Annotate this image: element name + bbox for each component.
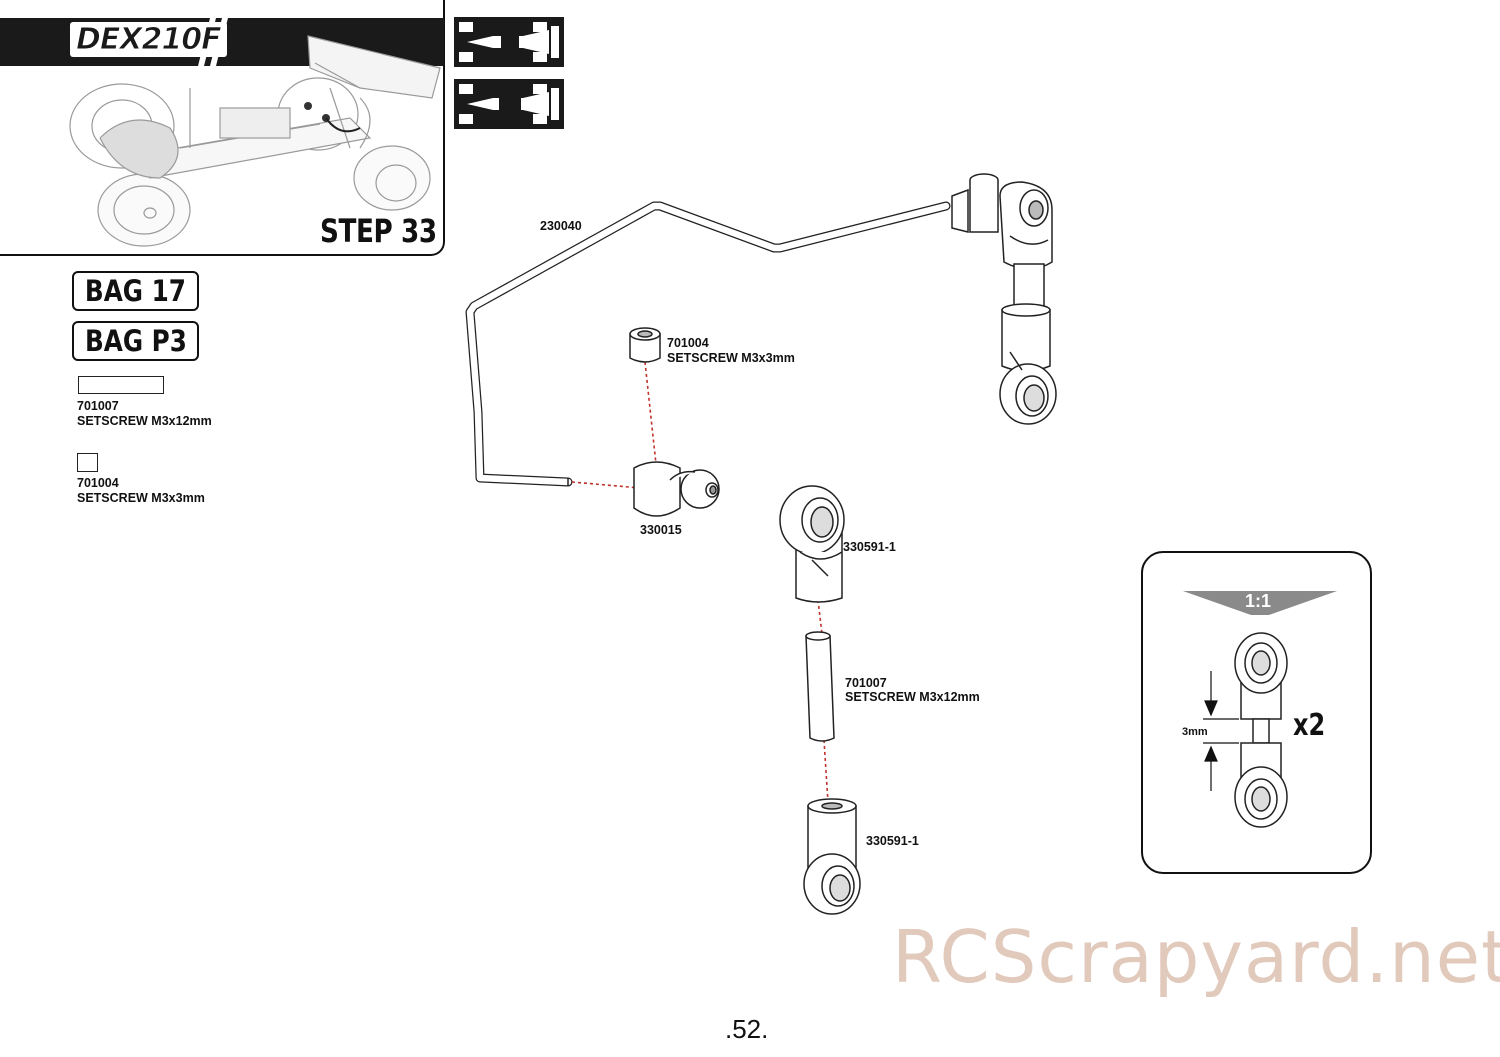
setscrew-long-icon [78,376,164,394]
rod-end-330591-1-top [779,485,845,603]
setscrew-701007 [805,631,835,742]
ball-330015 [633,461,720,517]
setscrew-small-code: 701004 [667,336,709,350]
setscrew-long-code: 701007 [845,676,887,690]
watermark: RCScrapyard.net [892,915,1500,999]
sidebar-part-code: 701007 [77,399,119,413]
assembled-rod-end [951,173,1057,425]
sidebar-part-code: 701004 [77,476,119,490]
bag-p3-badge: BAG P3 [72,321,199,361]
setscrew-long-name: SETSCREW M3x12mm [845,690,980,704]
scale-inset-drawing [1183,591,1337,828]
step-number: STEP 33 [320,212,437,250]
gap-dimension: 3mm [1182,726,1208,738]
brand-logo: DEX210F [70,22,227,58]
front-view-icon [454,17,564,67]
rod-end-bottom-label: 330591-1 [866,834,919,848]
setscrew-small-name: SETSCREW M3x3mm [667,351,795,365]
sidebar-part-name: SETSCREW M3x12mm [77,414,212,428]
bag-17-badge: BAG 17 [72,271,199,311]
rear-view-icon [454,79,564,129]
page-number: .52. [725,1014,769,1044]
car-outline-icon [69,35,441,247]
sidebar-part-name: SETSCREW M3x3mm [77,491,205,505]
rod-end-top-label: 330591-1 [843,540,896,554]
ball-label: 330015 [640,523,682,537]
rod-label: 230040 [540,219,582,233]
scale-ratio: 1:1 [1245,591,1272,611]
rod-end-330591-1-bottom [803,798,861,915]
quantity-label: x2 [1293,708,1326,743]
setscrew-short-icon [77,453,98,472]
setscrew-701004 [629,327,661,363]
